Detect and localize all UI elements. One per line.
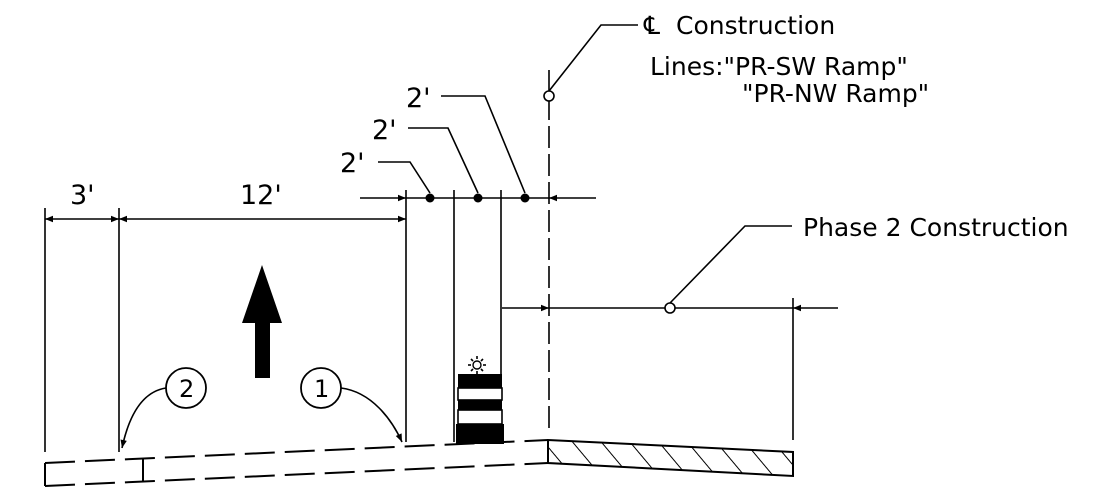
dim-label-lane: 12' bbox=[240, 180, 282, 211]
construction-lines-line2: "PR-NW Ramp" bbox=[742, 79, 929, 108]
dim-2ft-row bbox=[360, 193, 596, 203]
leaders-2ft bbox=[378, 95, 526, 194]
callout-1 bbox=[300, 367, 403, 443]
dim-label-2ft-c: 2' bbox=[340, 148, 365, 179]
dim-label-shoulder: 3' bbox=[70, 180, 95, 211]
centerline-symbol: ℄ bbox=[643, 11, 660, 40]
callout-2 bbox=[120, 367, 207, 449]
callout-1-number: 1 bbox=[314, 375, 329, 403]
callout-2-number: 2 bbox=[179, 375, 194, 403]
phase-2-label: Phase 2 Construction bbox=[803, 213, 1069, 242]
dim-label-2ft-a: 2' bbox=[406, 83, 431, 114]
existing-pavement bbox=[44, 439, 549, 487]
sun-icon bbox=[468, 356, 486, 374]
centerline-label: Construction bbox=[676, 11, 835, 40]
dim-phase-2 bbox=[502, 225, 838, 314]
dim-label-2ft-b: 2' bbox=[372, 115, 397, 146]
phase-2-pavement bbox=[547, 438, 794, 478]
up-arrow-icon bbox=[242, 265, 282, 378]
drum-icon bbox=[456, 374, 504, 444]
extension-lines bbox=[44, 190, 794, 452]
construction-lines-line1: Lines:"PR-SW Ramp" bbox=[650, 52, 908, 81]
centerline-leader bbox=[543, 24, 638, 102]
